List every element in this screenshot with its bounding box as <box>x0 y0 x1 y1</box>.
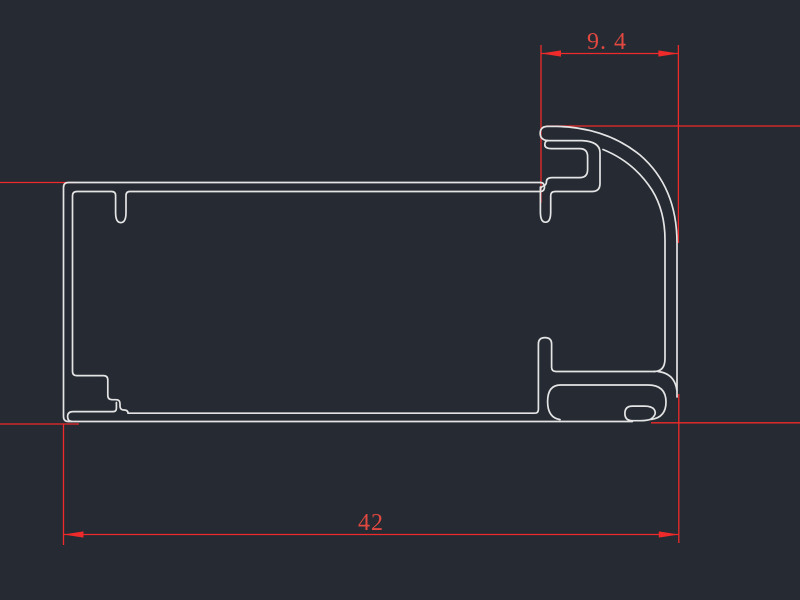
top-width-dimension-label: 9. 4 <box>587 29 627 55</box>
floor-to-outer-wall-fillet <box>657 370 678 391</box>
profile-outline-layer <box>62 125 678 423</box>
bottom-flange-slit-finger <box>66 410 114 423</box>
arrow-94-right <box>658 50 679 57</box>
outer-shell-left-top-bottom <box>62 181 634 423</box>
overall-width-dimension-label: 42 <box>358 510 384 536</box>
bottom-flange-slit-step <box>112 401 118 413</box>
lip-cap-and-outer-curve <box>539 125 678 398</box>
inner-curve-and-right-wall <box>602 148 666 373</box>
inner-boundary <box>71 190 656 415</box>
bottom-right-stadium-slot <box>546 384 667 421</box>
glass-slot-outer-and-groove <box>539 139 601 224</box>
glass-slot-inner <box>539 139 589 191</box>
bottom-right-hook <box>624 405 657 422</box>
top-wall-right-end-cap <box>539 181 546 193</box>
dimension-text-layer: 9. 4 42 <box>358 29 627 536</box>
arrow-42-left <box>63 531 84 538</box>
arrow-94-left <box>541 50 561 57</box>
dimension-layer <box>0 45 800 545</box>
arrow-42-right <box>658 531 679 538</box>
